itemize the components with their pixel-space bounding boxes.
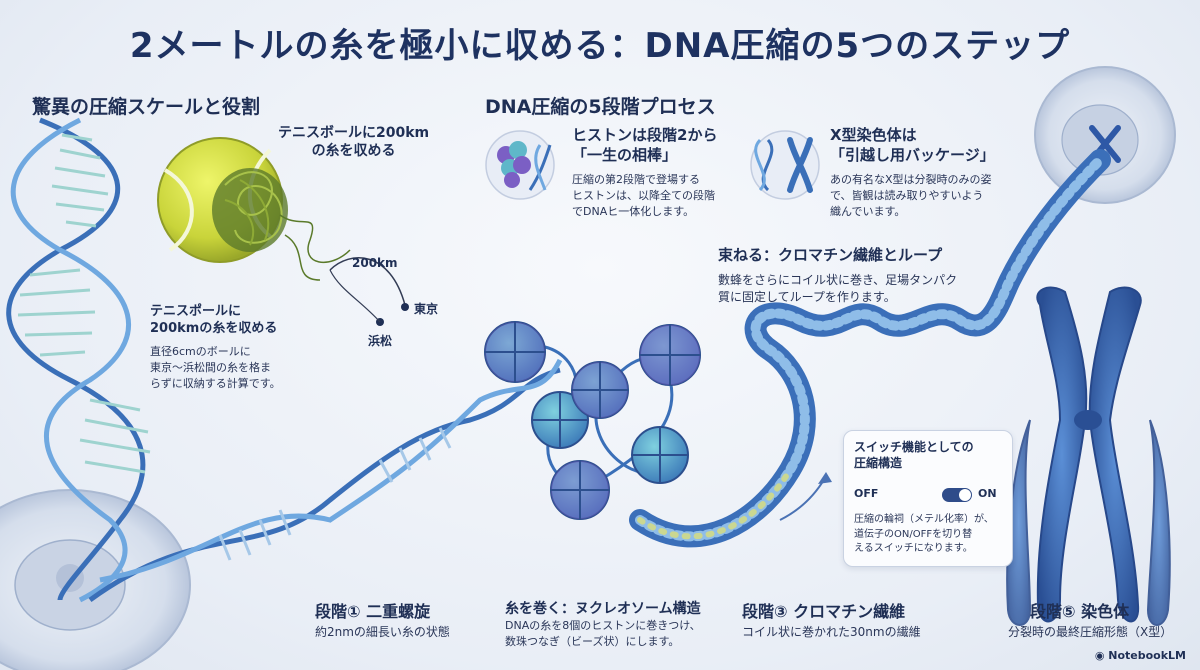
- stage-1-title: 段階① 二重螺旋: [315, 602, 431, 621]
- tennis-note-title: テニスポールに 200kmの糸を収める: [150, 304, 278, 336]
- distance-label: 200km: [352, 256, 398, 270]
- dna-double-helix: [6, 117, 146, 603]
- city-tokyo: 東京: [414, 302, 439, 316]
- histone-title: ヒストンは段階2から 「一生の相棒」: [572, 126, 718, 164]
- xchrom-title: X型染色体は 「引越し用バッケージ」: [830, 126, 995, 164]
- switch-card-body: 圧縮の輪祠（メテル化率）が、 道伝子のON/OFFを切り替 えるスイッチになりま…: [854, 514, 994, 554]
- switch-on-label: ON: [978, 487, 997, 500]
- tennis-ball-icon: [157, 137, 351, 281]
- stage-2-desc: DNAの糸を8個のヒストンに巻きつけ、 数珠つなぎ（ビーズ状）にします。: [505, 619, 701, 648]
- x-chromosome: [1006, 286, 1171, 626]
- loop-title: 束ねる：クロマチン繊維とループ: [718, 246, 943, 264]
- stage-2-title: 糸を巻く：ヌクレオソーム構造: [505, 601, 701, 617]
- xchrom-body: あの有名なX型は分裂時のみの姿 で、皆観は読み取りやすいよう 織んでいます。: [830, 173, 992, 218]
- brand-name: NotebookLM: [1108, 649, 1186, 662]
- page-title: 2メートルの糸を極小に収める：DNA圧縮の5つのステップ: [129, 26, 1071, 66]
- tennis-note-body: 直径6cmのボールに 東京〜浜松間の糸を格ま らずに収納する計算です。: [150, 345, 281, 390]
- city-hamamatsu: 浜松: [368, 334, 393, 348]
- switch-toggle: [942, 488, 972, 502]
- switch-off-label: OFF: [854, 487, 879, 500]
- notebooklm-logo-icon: ◉: [1094, 649, 1109, 662]
- brand-logo: ◉ NotebookLM: [1095, 649, 1186, 662]
- stage-5-desc: 分裂時の最終圧縮形態（X型）: [1008, 625, 1173, 639]
- histone-icon: [485, 130, 555, 200]
- stage-1-desc: 約2nmの細長い糸の状態: [315, 625, 450, 639]
- nucleosome-beads: [484, 321, 701, 520]
- stage-3-desc: コイル状に巻かれた30nmの繊維: [742, 625, 921, 639]
- stage-3-title: 段階③ クロマチン繊維: [742, 602, 906, 621]
- switch-card-title: スイッチ機能としての 圧縮構造: [854, 440, 974, 471]
- histone-body: 圧縮の第2段階で登場する ヒストンは、以降全ての段階 でDNAヒ一体化します。: [572, 173, 715, 218]
- dna-icon: [750, 130, 820, 200]
- stage-5-title: 段階⑤ 染色体: [1030, 602, 1130, 621]
- chromatin-fiber: [629, 149, 1111, 548]
- tennis-caption: テニスボールに200km の糸を収める: [278, 125, 430, 160]
- process-section-heading: DNA圧縮の5段階プロセス: [485, 96, 716, 118]
- left-section-heading: 驚異の圧縮スケールと役割: [32, 96, 261, 118]
- loop-body: 數蜂をさらにコイル状に巻き、足場タンパク 質に固定してループを作ります。: [718, 273, 958, 305]
- switch-card: スイッチ機能としての 圧縮構造 OFF ON 圧縮の輪祠（メテル化率）が、 道伝…: [843, 430, 1013, 567]
